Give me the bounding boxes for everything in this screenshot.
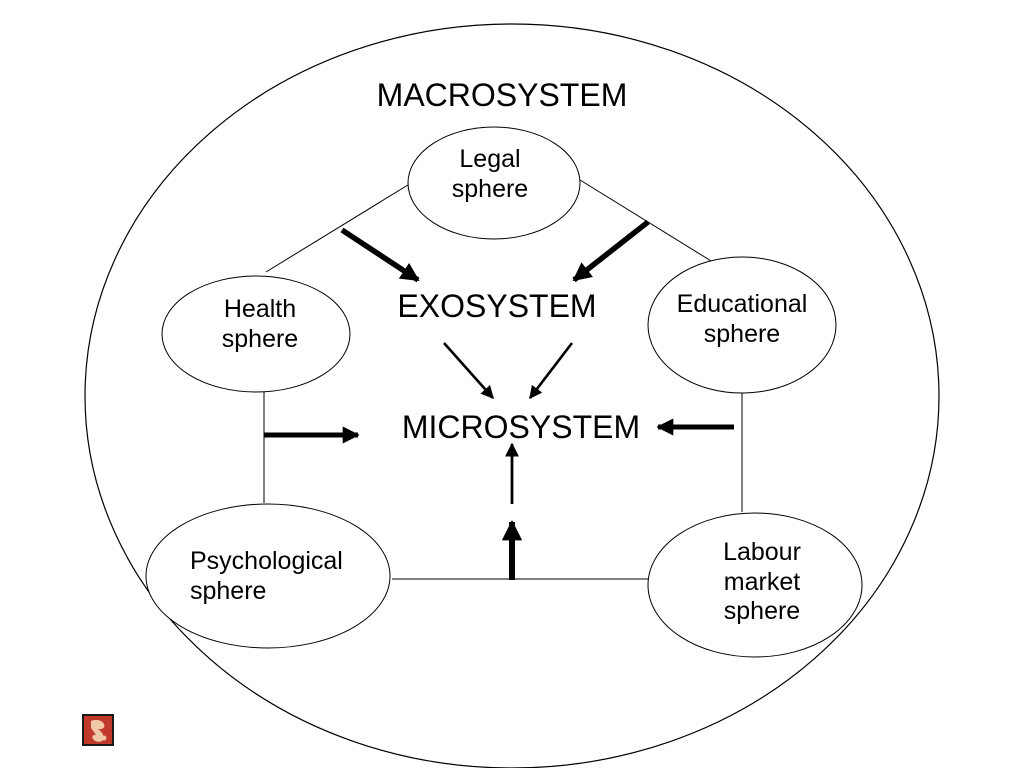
labour-sphere-line-3: sphere bbox=[723, 597, 801, 625]
labour-sphere-line-1: Labour bbox=[723, 538, 801, 566]
labour-market-sphere-label: Labour market sphere bbox=[712, 538, 812, 627]
macrosystem-ellipse bbox=[84, 23, 940, 768]
health-sphere-ellipse bbox=[161, 275, 351, 393]
health-sphere-line-1: Health bbox=[223, 295, 297, 323]
connector-legal-health bbox=[265, 179, 417, 273]
arrow-exosystem-to-microsystem-left bbox=[443, 342, 494, 399]
microsystem-label: MICROSYSTEM bbox=[401, 409, 641, 445]
educational-sphere-line-1: Educational bbox=[676, 290, 808, 318]
arrow-legal-to-exosystem-right bbox=[572, 219, 650, 283]
health-sphere-label: Health sphere bbox=[205, 295, 315, 354]
psychological-sphere-label: Psychological sphere bbox=[190, 547, 370, 606]
educational-sphere-line-2: sphere bbox=[703, 319, 781, 348]
legal-sphere-ellipse bbox=[407, 126, 581, 240]
psychological-sphere-ellipse bbox=[145, 503, 391, 649]
macrosystem-label: MACROSYSTEM bbox=[376, 77, 628, 113]
psychological-sphere-line-1: Psychological bbox=[190, 547, 343, 575]
educational-sphere-label: Educational sphere bbox=[664, 290, 820, 349]
labour-sphere-ellipse bbox=[647, 512, 863, 658]
labour-sphere-line-2: market bbox=[723, 567, 801, 596]
publisher-logo-icon bbox=[82, 714, 114, 746]
health-sphere-line-2: sphere bbox=[221, 324, 299, 353]
educational-sphere-ellipse bbox=[647, 256, 837, 394]
arrow-legal-to-exosystem-left bbox=[340, 227, 420, 283]
legal-sphere-line-1: Legal bbox=[459, 145, 521, 173]
psychological-sphere-line-2: sphere bbox=[190, 576, 267, 605]
legal-sphere-line-2: sphere bbox=[451, 174, 529, 203]
legal-sphere-label: Legal sphere bbox=[440, 145, 540, 204]
exosystem-label: EXOSYSTEM bbox=[397, 288, 597, 324]
arrow-exosystem-to-microsystem-right bbox=[528, 342, 574, 400]
